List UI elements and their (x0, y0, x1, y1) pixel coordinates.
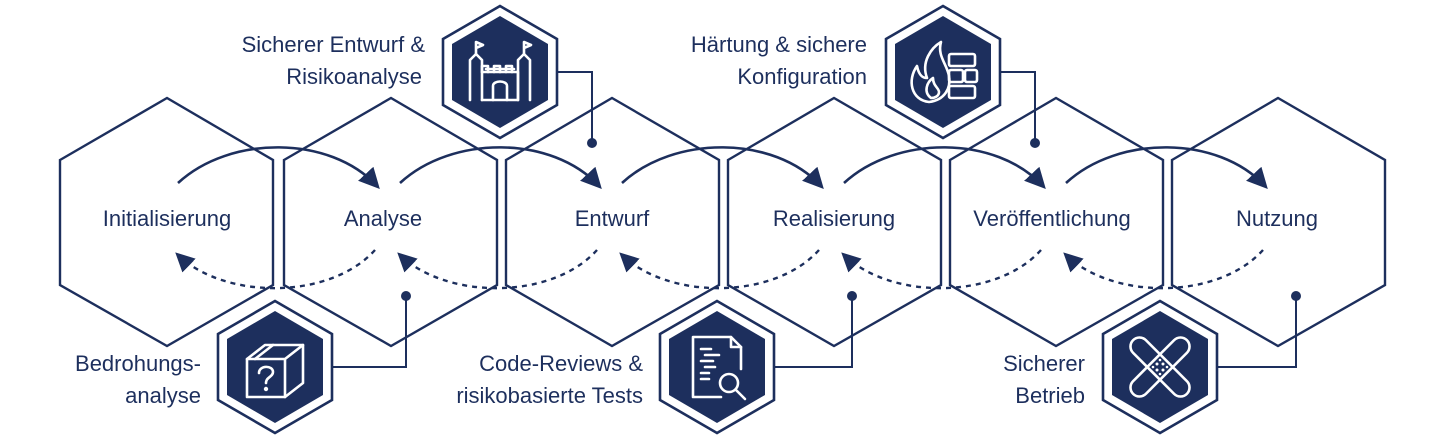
feedback-arrow (619, 249, 820, 290)
note-bedrohung-line-2: analyse (125, 383, 201, 408)
badge-entwurf (441, 4, 559, 140)
feedback-arrow (841, 249, 1042, 290)
note-bedrohung-line-1: Bedrohungs- (75, 351, 201, 376)
connector-betrieb (1215, 297, 1297, 368)
box-question-icon (245, 343, 305, 399)
note-betrieb-line-1: Sicherer (1003, 351, 1085, 376)
connector-dot (1291, 291, 1301, 301)
connector-haertung (1000, 71, 1036, 141)
connector-review (770, 297, 853, 368)
note-entwurf-line-1: Sicherer Entwurf & (242, 32, 426, 57)
feedback-arrow (1063, 249, 1264, 290)
castle-icon (468, 40, 533, 102)
phase-hexagon-analyse (282, 96, 499, 348)
firewall-icon (910, 40, 979, 104)
note-betrieb: Sicherer Betrieb (1003, 351, 1085, 408)
phase-hexagon-realisierung (726, 96, 943, 348)
badge-betrieb (1101, 299, 1219, 435)
phase-label-nutzung: Nutzung (1236, 206, 1318, 231)
bandage-icon (1129, 336, 1191, 398)
feedback-arrow (397, 249, 598, 290)
note-review-line-1: Code-Reviews & (479, 351, 643, 376)
connector-dot (587, 138, 597, 148)
note-bedrohung: Bedrohungs- analyse (75, 351, 201, 408)
note-entwurf-line-2: Risikoanalyse (286, 64, 422, 89)
forward-arrow (843, 146, 1046, 190)
connector-entwurf (555, 71, 593, 141)
connector-dot (847, 291, 857, 301)
note-haertung-line-1: Härtung & sichere (691, 32, 867, 57)
badge-haertung (884, 4, 1002, 140)
note-review: Code-Reviews & risikobasierte Tests (456, 351, 643, 408)
note-haertung-line-2: Konfiguration (737, 64, 867, 89)
note-review-line-2: risikobasierte Tests (456, 383, 643, 408)
phase-hexagon-veroeffentlichung (948, 96, 1165, 348)
connector-bedrohung (330, 297, 407, 368)
phase-label-analyse: Analyse (344, 206, 422, 231)
forward-arrow (1065, 146, 1268, 190)
badge-review (658, 299, 776, 435)
note-betrieb-line-2: Betrieb (1015, 383, 1085, 408)
connector-dot (1030, 138, 1040, 148)
phase-hexagon-nutzung (1170, 96, 1387, 348)
feedback-arrow (175, 249, 376, 290)
note-haertung: Härtung & sichere Konfiguration (691, 32, 867, 89)
forward-arrow (621, 146, 824, 190)
badge-bedrohung (216, 299, 334, 435)
connector-dot (401, 291, 411, 301)
forward-arrow (177, 146, 380, 190)
phase-label-veroeffentlichung: Veröffentlichung (973, 206, 1130, 231)
phase-hexagon-entwurf (504, 96, 721, 348)
forward-arrow (399, 146, 602, 190)
document-search-icon (691, 335, 747, 401)
phase-label-initialisierung: Initialisierung (103, 206, 231, 231)
phase-label-entwurf: Entwurf (575, 206, 650, 231)
phase-label-realisierung: Realisierung (773, 206, 895, 231)
note-entwurf: Sicherer Entwurf & Risikoanalyse (242, 32, 426, 89)
phase-hexagon-initialisierung (58, 96, 275, 348)
